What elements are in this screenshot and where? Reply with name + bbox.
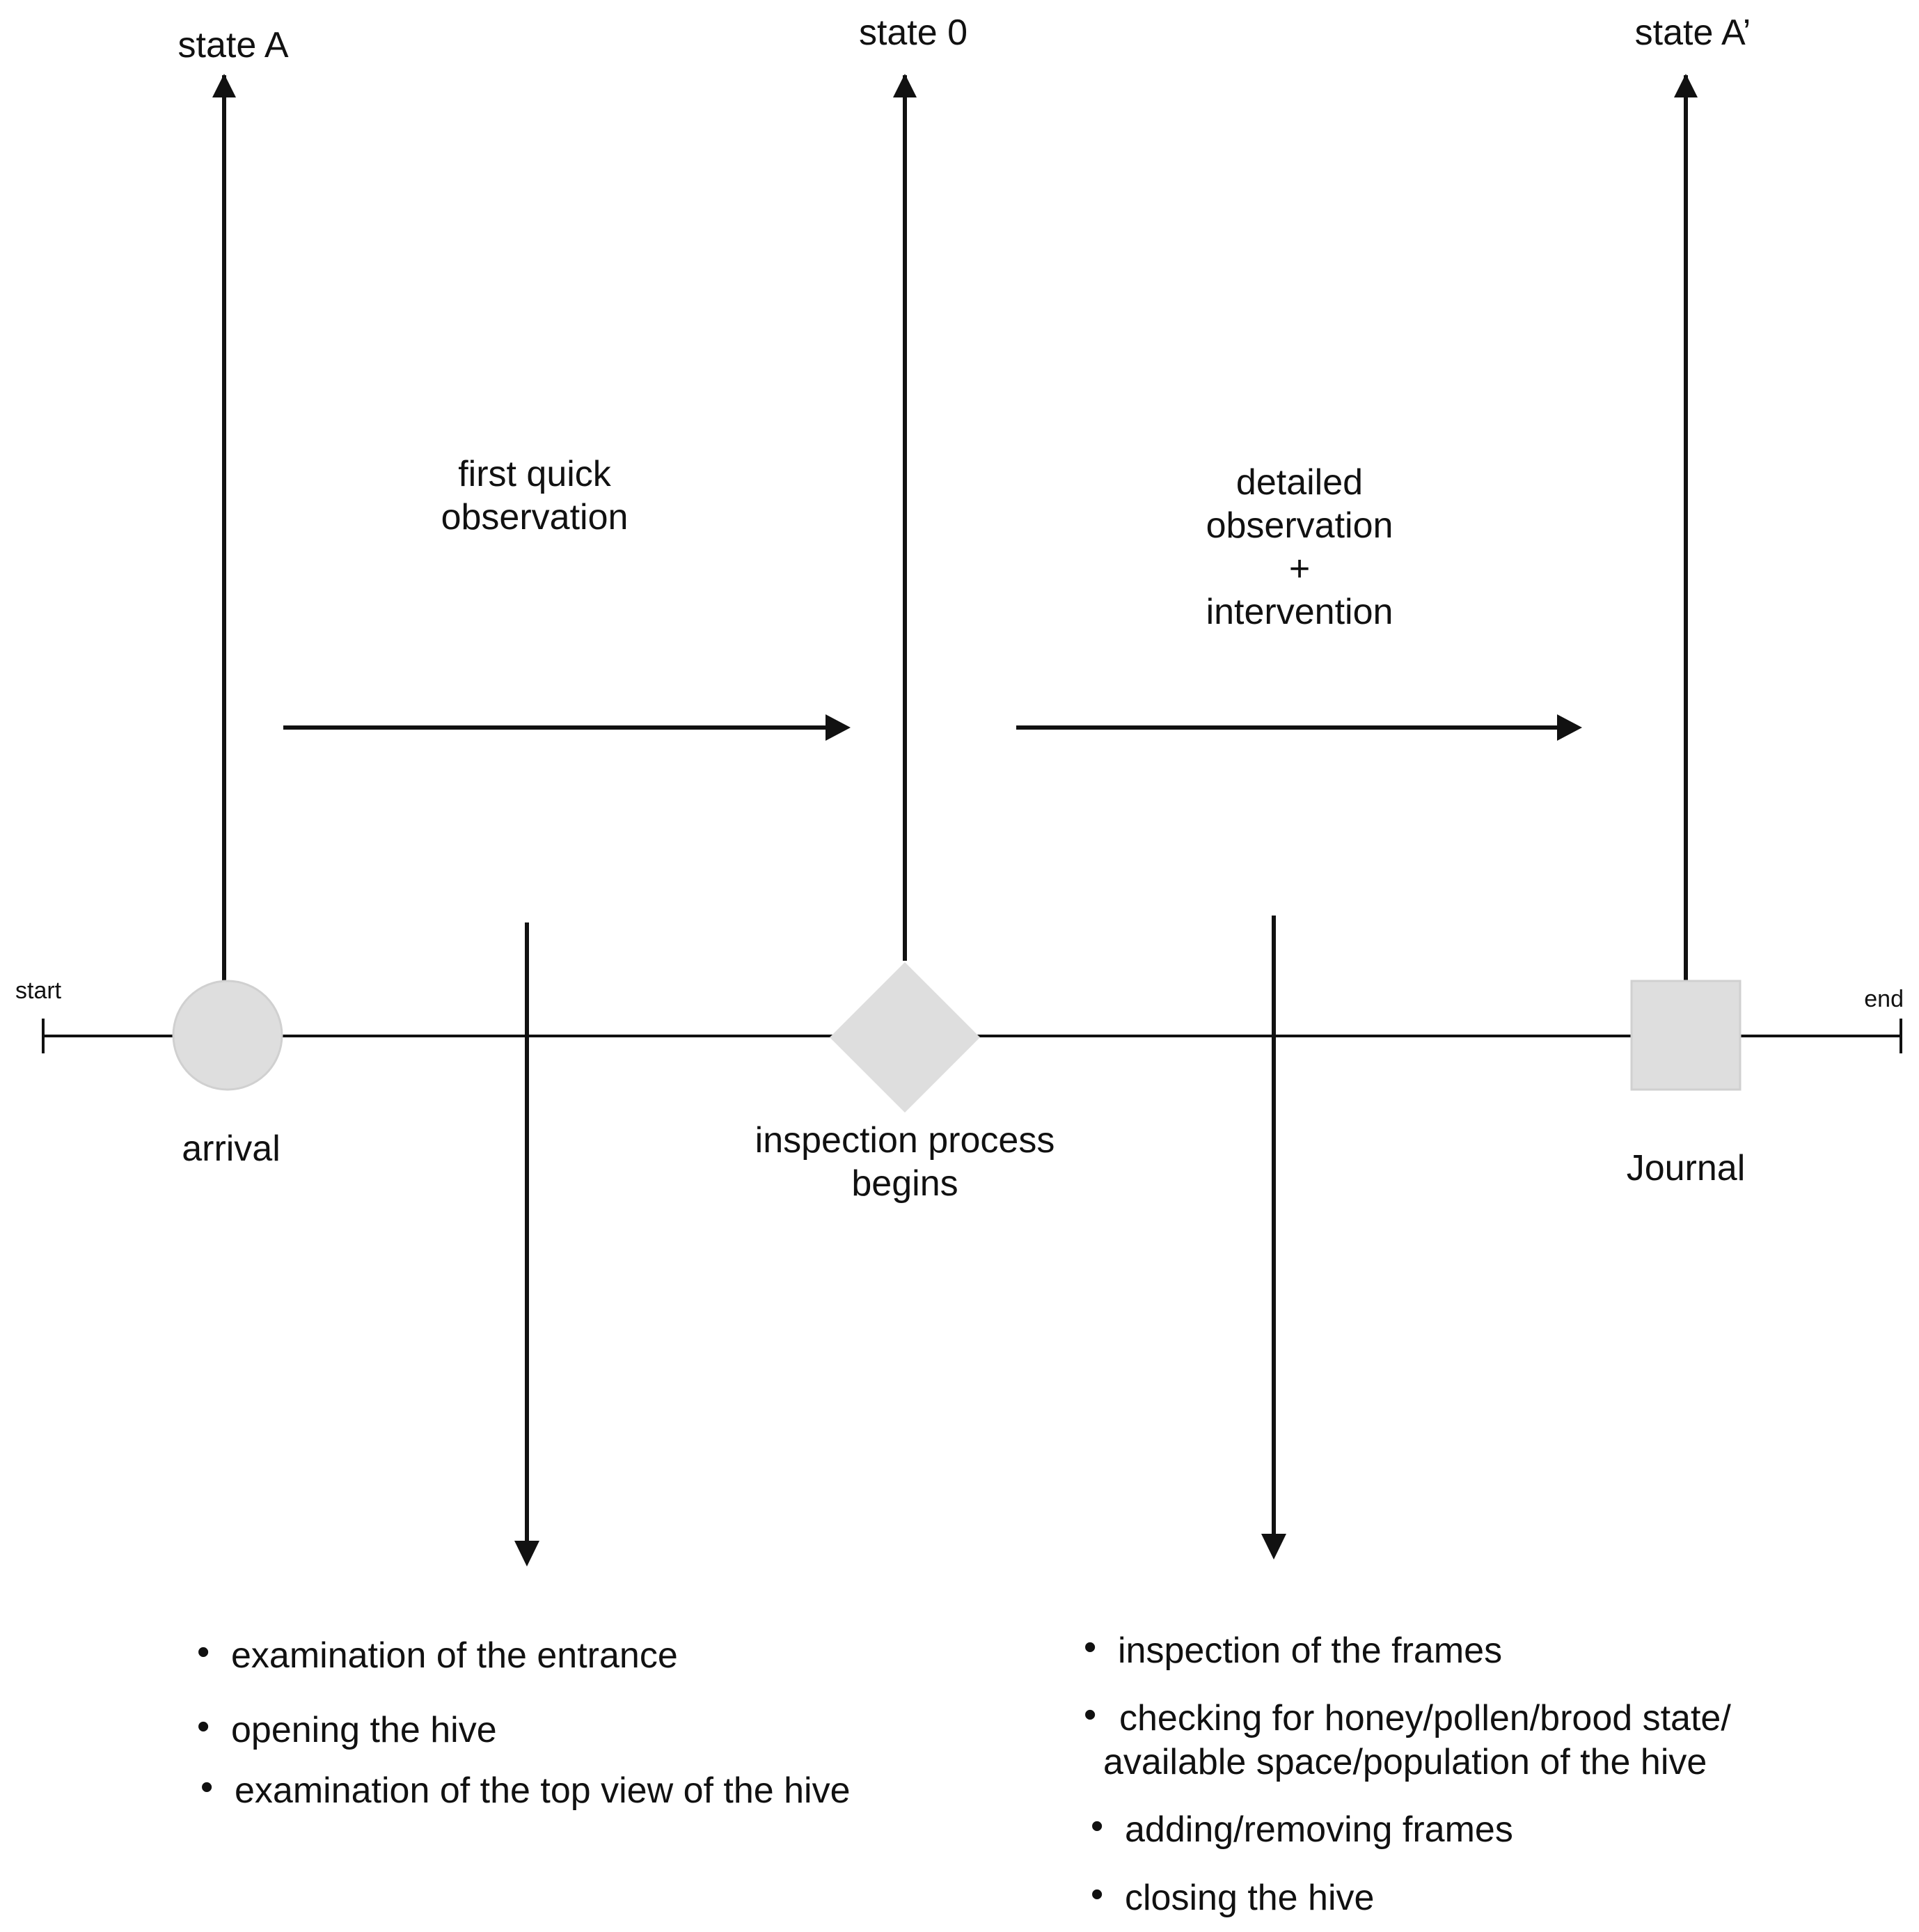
arrowhead-state-a	[212, 74, 236, 97]
arrowhead-state-a-prime	[1674, 74, 1698, 97]
phase-second-label-line3: +	[1289, 549, 1310, 589]
list-item: checking for honey/pollen/brood state/	[1119, 1698, 1731, 1738]
timeline-start-label: start	[15, 977, 62, 1004]
list-bullet: •	[200, 1767, 213, 1807]
list-bullet: •	[197, 1632, 210, 1672]
inspection-label-line1: inspection process	[755, 1120, 1055, 1161]
list-bullet: •	[1084, 1695, 1096, 1735]
state-a-label: state A	[178, 25, 289, 65]
list-item: opening the hive	[231, 1710, 497, 1750]
list-item: closing the hive	[1125, 1878, 1374, 1918]
list-bullet: •	[1091, 1874, 1103, 1915]
phase-arrowhead-second	[1557, 714, 1582, 741]
phase-second-label-line4: intervention	[1206, 592, 1393, 632]
list-bullet: •	[197, 1706, 210, 1747]
arrowhead-down-second	[1261, 1534, 1286, 1560]
first-activities-list: • examination of the entrance • opening …	[197, 1632, 851, 1811]
journal-square	[1630, 980, 1742, 1091]
inspection-label-line2: begins	[851, 1163, 958, 1204]
timeline-end-label: end	[1864, 986, 1904, 1012]
state-0-label: state 0	[859, 13, 968, 53]
second-activities-list: • inspection of the frames • checking fo…	[1084, 1627, 1731, 1918]
arrowhead-state-0	[893, 74, 917, 97]
phase-second-label-line2: observation	[1206, 505, 1393, 546]
inspection-diamond	[830, 962, 980, 1113]
journal-label: Journal	[1627, 1148, 1746, 1188]
phase-first-label-line1: first quick	[458, 454, 612, 494]
list-item: adding/removing frames	[1125, 1809, 1513, 1850]
phase-first-label-line2: observation	[441, 497, 629, 537]
phase-second-label-line1: detailed	[1236, 462, 1363, 503]
arrowhead-down-first	[514, 1541, 539, 1566]
arrival-circle	[172, 980, 283, 1091]
arrival-label: arrival	[182, 1129, 281, 1169]
phase-arrowhead-first	[826, 714, 851, 741]
list-bullet: •	[1091, 1806, 1103, 1846]
list-item-continuation: available space/population of the hive	[1103, 1742, 1707, 1782]
list-item: examination of the top view of the hive	[235, 1770, 851, 1811]
state-a-prime-label: state A’	[1635, 13, 1751, 53]
list-item: examination of the entrance	[231, 1635, 678, 1676]
list-item: inspection of the frames	[1118, 1631, 1502, 1671]
list-bullet: •	[1084, 1627, 1096, 1667]
